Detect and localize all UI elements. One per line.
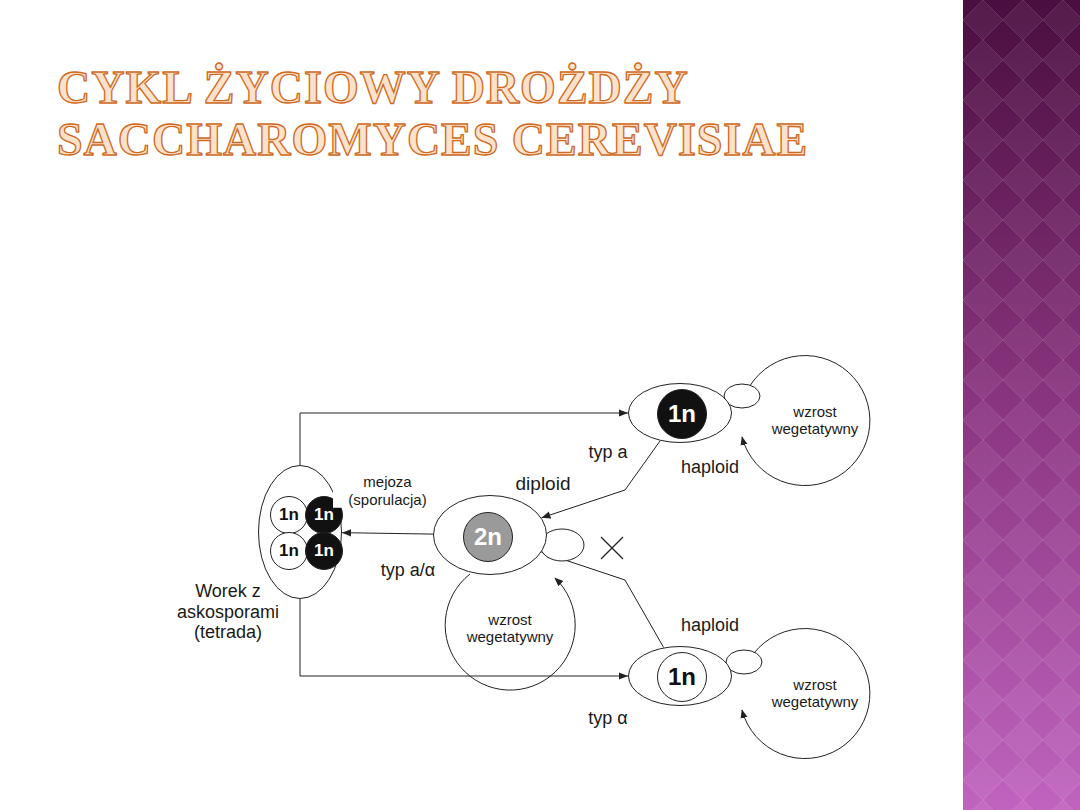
- slide-title: CYKL ŻYCIOWY DROŻDŻY SACCHAROMYCES CEREV…: [57, 62, 937, 165]
- ploidy-label: 1n: [270, 532, 308, 570]
- cell-label: haploid: [681, 457, 739, 478]
- cycle-arrow: [342, 533, 433, 534]
- outline: [658, 653, 707, 702]
- ascospore: 1n: [305, 532, 343, 570]
- outline: [434, 496, 547, 575]
- outline: [306, 533, 343, 570]
- haploid-cell: 1nhaploidtyp α: [628, 646, 732, 706]
- haploid-cell: 1ntyp ahaploid: [628, 383, 732, 443]
- band-pattern: [963, 0, 1080, 810]
- growth-loop: [445, 574, 575, 690]
- nucleus: 1n: [657, 389, 707, 439]
- ascospore: 1n: [270, 496, 308, 534]
- growth-label: wzrost wegetatywny: [755, 403, 875, 438]
- cell-label: Worek z askosporami (tetrada): [158, 581, 298, 643]
- cell-label: typ α: [588, 708, 627, 729]
- growth-label: wzrost wegetatywny: [755, 676, 875, 711]
- cross-symbol: [601, 537, 623, 559]
- ploidy-label: 2n: [463, 512, 513, 562]
- outline: [658, 390, 707, 439]
- nucleus: 1n: [657, 652, 707, 702]
- edge-label: mejoza (sporulacja): [333, 473, 443, 508]
- outline: [629, 384, 732, 443]
- nucleus: 2n: [463, 512, 513, 562]
- outline: [464, 513, 513, 562]
- outline: [259, 466, 342, 599]
- cell-label: typ a/α: [381, 560, 435, 581]
- outline: [629, 647, 732, 706]
- ploidy-label: 1n: [657, 389, 707, 439]
- ploidy-label: 1n: [270, 496, 308, 534]
- cell-label: haploid: [681, 615, 739, 636]
- ploidy-label: 1n: [657, 652, 707, 702]
- cycle-arrow: [300, 599, 628, 676]
- bud: [726, 650, 762, 674]
- side-band: [963, 0, 1080, 810]
- outline: [271, 533, 308, 570]
- growth-label: wzrost wegetatywny: [450, 611, 570, 646]
- cycle-arrow: [541, 552, 663, 647]
- ascospore: 1n: [270, 532, 308, 570]
- cell-label: typ a: [588, 442, 627, 463]
- ploidy-label: 1n: [305, 532, 343, 570]
- cell-label: diploid: [516, 473, 571, 495]
- cycle-arrow: [300, 413, 628, 465]
- ascus: 1n1n1n1nWorek z askosporami (tetrada): [258, 465, 342, 599]
- outline: [271, 497, 308, 534]
- diploid-cell: 2ndiploidtyp a/α: [433, 495, 547, 575]
